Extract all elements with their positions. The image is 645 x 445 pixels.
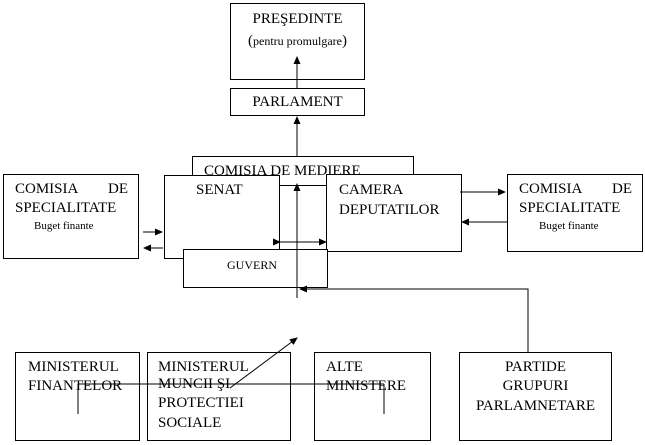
comisia-right-word2: DE [612,181,632,197]
comisia-right-line3: Buget finante [539,220,599,232]
senat-box: SENAT [164,175,280,259]
min-muncii-line1: MINISTERUL [158,359,249,375]
camera-label-line2: DEPUTATILOR [339,202,440,218]
presedinte-paren-close: ) [341,33,347,49]
ministerul-muncii-box: MINISTERUL MUNCII ŞI PROTECTIEI SOCIALE [147,352,291,441]
comisia-specialitate-left-box: COMISIA DE SPECIALITATE Buget finante [3,174,139,259]
partide-line1: PARTIDE [504,359,567,375]
alte-ministere-box: ALTE MINISTERE [314,352,431,441]
min-muncii-line4: SOCIALE [158,415,222,431]
comisia-left-line2: SPECIALITATE [15,200,117,216]
presedinte-subtitle: pentru promulgare [253,34,342,48]
comisia-left-line3: Buget finante [34,220,94,232]
partide-line2: GRUPURI [502,378,569,394]
guvern-label: GUVERN [227,258,277,272]
comisia-mediere-label: COMISIA DE MEDIERE [204,163,361,179]
alte-ministere-line2: MINISTERE [326,378,406,394]
presedinte-subtitle-line: (pentru promulgare) [231,33,364,49]
min-muncii-line3: PROTECTIEI [158,395,244,411]
presedinte-title: PREŞEDINTE [252,11,343,27]
camera-label-line1: CAMERA [339,182,404,198]
presedinte-paren-open: ( [248,33,254,49]
comisia-left-word1: COMISIA [15,181,79,197]
comisia-mediere-box: COMISIA DE MEDIERE [192,156,414,186]
min-finantelor-line1: MINISTERUL [28,359,119,375]
comisia-right-word1: COMISIA [519,181,583,197]
comisia-specialitate-right-box: COMISIA DE SPECIALITATE Buget finante [507,174,643,252]
arrow-partide-to-central [299,285,529,352]
camera-deputatilor-box: CAMERA DEPUTATILOR [326,174,462,252]
senat-label: SENAT [196,182,243,198]
parlament-label: PARLAMENT [252,94,343,110]
partide-line3: PARLAMNETARE [475,398,596,414]
alte-ministere-line1: ALTE [326,359,363,375]
partide-box: PARTIDE GRUPURI PARLAMNETARE [459,352,612,441]
comisia-right-line2: SPECIALITATE [519,200,621,216]
min-finantelor-line2: FINANTELOR [28,378,123,394]
parlament-box: PARLAMENT [230,88,365,116]
guvern-box: GUVERN [183,249,328,288]
comisia-left-word2: DE [108,181,128,197]
arrow-ministere-diagonal [229,337,298,389]
